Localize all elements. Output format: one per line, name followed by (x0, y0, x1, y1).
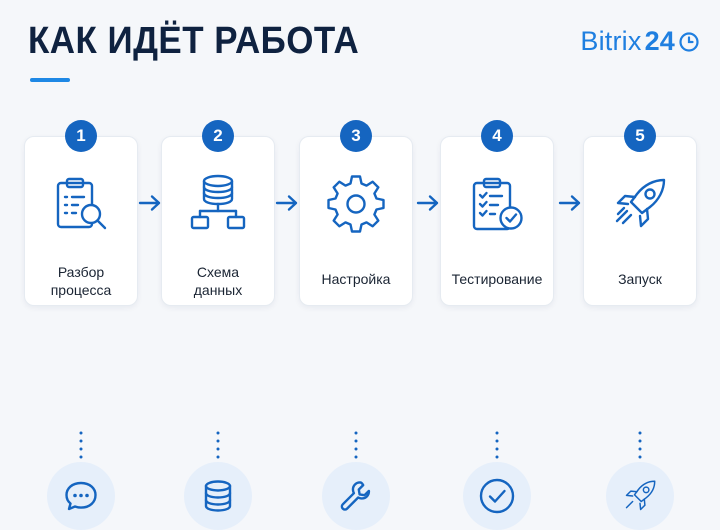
checklist-clipboard-icon (472, 177, 523, 231)
step-label: Запуск (618, 271, 662, 287)
check-circle-icon (479, 478, 515, 514)
clock-icon (679, 31, 699, 52)
step-bottom-icon-circle (47, 462, 115, 530)
step-bottom-icon-circle (463, 462, 531, 530)
step-number-badge: 4 (481, 120, 513, 152)
logo-text: Bitrix (580, 26, 642, 56)
step-label: Разбор процесса (50, 264, 112, 298)
dotted-connector (79, 430, 83, 460)
step-number-badge: 5 (624, 120, 656, 152)
step-card: Тестирование (440, 136, 554, 306)
step-bottom-icon-circle (184, 462, 252, 530)
clipboard-search-icon (56, 177, 107, 230)
dotted-connector (216, 430, 220, 460)
step-card: Разбор процесса (24, 136, 138, 306)
arrow-right-icon (558, 195, 581, 211)
rocket-icon (615, 178, 666, 228)
chat-bubble-icon (65, 481, 97, 511)
step-number-badge: 3 (340, 120, 372, 152)
step-number-badge: 1 (65, 120, 97, 152)
arrow-right-icon (275, 195, 298, 211)
database-icon (204, 480, 232, 512)
gear-icon (327, 175, 385, 233)
dotted-connector (354, 430, 358, 460)
step-card: Схема данных (161, 136, 275, 306)
rocket-icon (625, 480, 656, 511)
page-title: КАК ИДЁТ РАБОТА (28, 20, 360, 62)
step-bottom-icon-circle (606, 462, 674, 530)
dotted-connector (638, 430, 642, 460)
step-bottom-icon-circle (322, 462, 390, 530)
step-card: Запуск (583, 136, 697, 306)
step-label: Настройка (321, 271, 391, 287)
title-underline (30, 78, 70, 82)
step-label: Тестирование (451, 271, 543, 287)
logo-number: 24 (644, 26, 675, 56)
wrench-icon (340, 481, 371, 511)
dotted-connector (495, 430, 499, 460)
step-card: Настройка (299, 136, 413, 306)
arrow-right-icon (416, 195, 439, 211)
step-number-badge: 2 (202, 120, 234, 152)
arrow-right-icon (138, 195, 161, 211)
step-label: Схема данных (193, 264, 243, 298)
database-schema-icon (190, 174, 246, 230)
